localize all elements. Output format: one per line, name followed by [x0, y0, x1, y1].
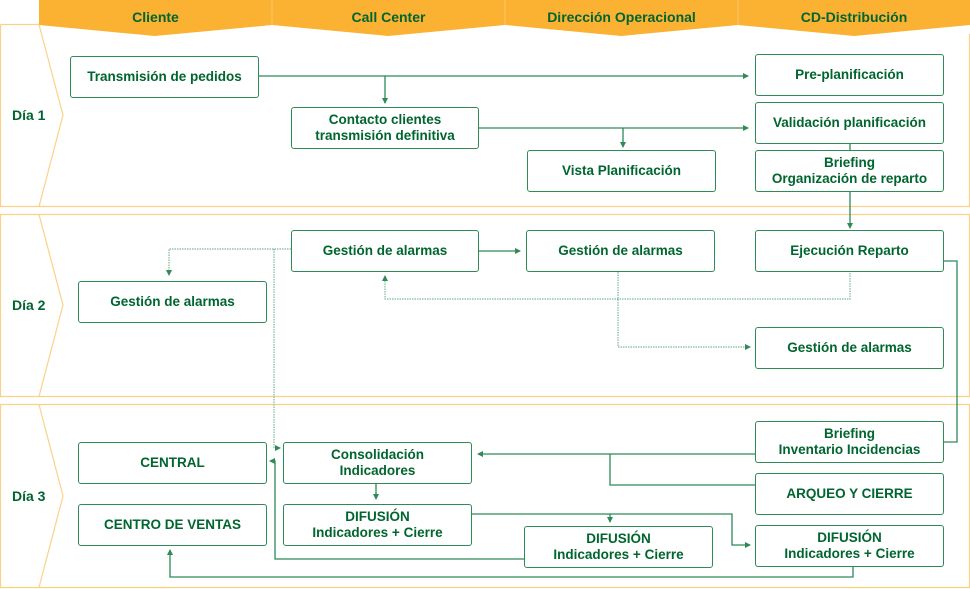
lane-header-direccion-operacional: Dirección Operacional — [547, 9, 696, 25]
box-label-line: Contacto clientes — [328, 112, 442, 127]
box-label-line: Ejecución Reparto — [790, 243, 909, 258]
connector-alarmas-cc-to-consolidacion — [273, 249, 281, 451]
connector-difusion-direccion-to-central — [269, 458, 525, 560]
box-label-line: DIFUSIÓN — [345, 509, 410, 524]
lane-header-bar — [39, 0, 970, 36]
box-label-line: Indicadores + Cierre — [784, 546, 915, 561]
box-label-line: transmisión definitiva — [315, 128, 455, 143]
box-arqueo-cierre[interactable]: ARQUEO Y CIERRE — [755, 473, 944, 515]
box-label-line: Gestión de alarmas — [110, 294, 235, 309]
box-label-line: ARQUEO Y CIERRE — [786, 486, 913, 501]
box-validacion-planificacion[interactable]: Validación planificación — [755, 102, 944, 144]
box-label-line: Briefing — [823, 155, 875, 170]
connector-ejecucion-to-inventario — [943, 260, 958, 443]
box-label-line: Indicadores + Cierre — [553, 547, 684, 562]
connector-arqueo-to-consolidacion — [609, 454, 755, 486]
lane-header-shape-cliente — [39, 0, 272, 36]
box-label-line: Indicadores + Cierre — [312, 525, 443, 540]
box-gestion-alarmas-cd[interactable]: Gestión de alarmas — [755, 327, 944, 369]
box-gestion-alarmas-call-center[interactable]: Gestión de alarmas — [291, 230, 479, 272]
box-label-line: Consolidación — [330, 447, 424, 462]
box-label-line: Vista Planificación — [561, 163, 682, 178]
box-label-line: Gestión de alarmas — [787, 340, 912, 355]
connector-alarmas-dir-to-cd — [617, 272, 751, 350]
day-label-2: Día 2 — [12, 297, 46, 313]
lane-header-call-center: Call Center — [351, 9, 426, 25]
connector-difusion-to-direccion — [471, 513, 613, 523]
box-centro-ventas[interactable]: CENTRO DE VENTAS — [78, 504, 267, 546]
box-label-line: CENTRAL — [140, 455, 205, 470]
connector-alarmas-cc-to-cliente — [166, 248, 291, 276]
box-gestion-alarmas-direccion[interactable]: Gestión de alarmas — [526, 230, 715, 272]
box-label-line: CENTRO DE VENTAS — [103, 517, 241, 532]
lane-header-shape-direccion — [505, 0, 738, 36]
box-label-line: Pre-planificación — [795, 67, 904, 82]
box-label-line: Briefing — [823, 426, 875, 441]
box-label-line: DIFUSIÓN — [586, 531, 651, 546]
box-gestion-alarmas-cliente[interactable]: Gestión de alarmas — [78, 281, 267, 323]
day-label-3: Día 3 — [12, 488, 46, 504]
lane-header-shape-cd — [738, 0, 970, 36]
day-label-1: Día 1 — [12, 107, 46, 123]
box-transmision-pedidos[interactable]: Transmisión de pedidos — [70, 56, 259, 98]
box-label-line: DIFUSIÓN — [817, 530, 882, 545]
box-pre-planificacion[interactable]: Pre-planificación — [755, 54, 944, 96]
connector-difusion-to-cd — [610, 513, 751, 548]
box-label-line: Inventario Incidencias — [778, 442, 921, 457]
box-label-line: Indicadores — [339, 463, 416, 478]
lane-header-cd-distribucion: CD-Distribución — [800, 9, 908, 25]
box-label-line: Organización de reparto — [771, 171, 928, 186]
box-central[interactable]: CENTRAL — [78, 442, 267, 484]
box-ejecucion-reparto[interactable]: Ejecución Reparto — [755, 230, 944, 272]
lane-header-cliente: Cliente — [132, 9, 179, 25]
box-label-line: Gestión de alarmas — [558, 243, 683, 258]
connector-ejecucion-to-alarmas-cc — [382, 273, 851, 300]
connector-difusion-cd-to-centro-ventas — [167, 549, 854, 578]
lane-header-shape-call-center — [272, 0, 505, 36]
box-label-line: Gestión de alarmas — [322, 243, 448, 258]
box-label-line: Validación planificación — [772, 115, 927, 130]
box-vista-planificacion[interactable]: Vista Planificación — [527, 150, 716, 192]
box-label-line: Transmisión de pedidos — [87, 69, 242, 84]
